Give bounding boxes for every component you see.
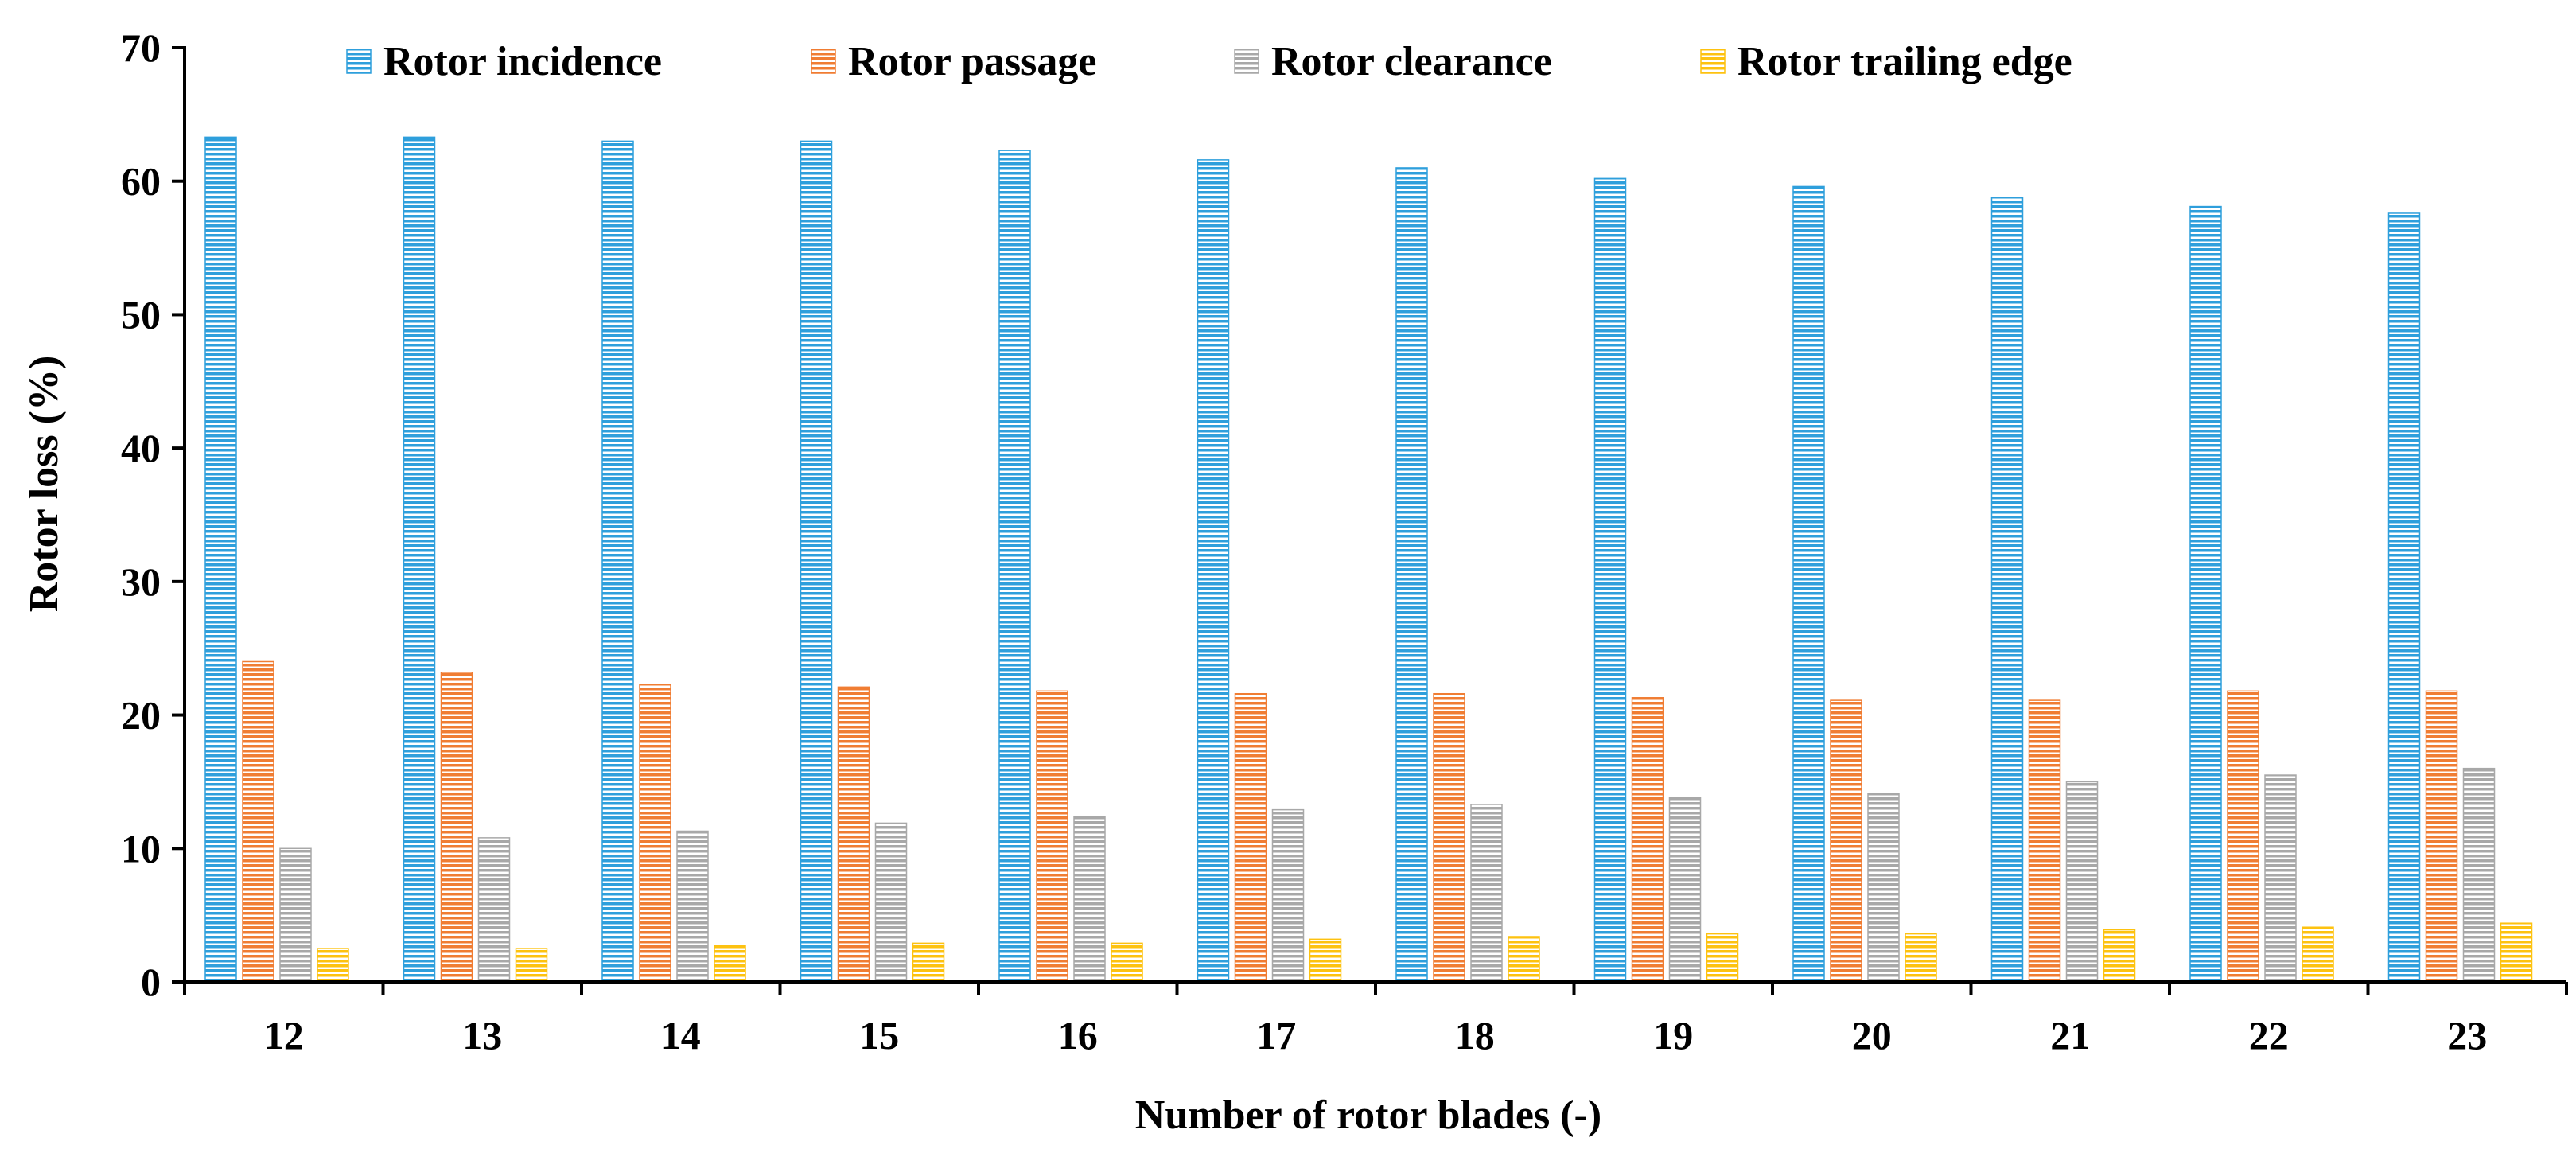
x-tick-label: 21 — [2050, 1013, 2090, 1058]
bar-rotor-clearance-22 — [2264, 774, 2297, 983]
x-tick-label: 22 — [2249, 1013, 2289, 1058]
bar-rotor-incidence-15 — [800, 140, 833, 983]
bar-rotor-passage-13 — [440, 672, 473, 983]
bar-rotor-passage-16 — [1036, 690, 1068, 983]
bar-rotor-incidence-22 — [2189, 205, 2222, 983]
x-tick-label: 23 — [2447, 1013, 2487, 1058]
bars-layer — [204, 136, 2533, 983]
bar-rotor-incidence-13 — [403, 136, 436, 983]
bar-rotor-incidence-21 — [1990, 197, 2024, 983]
legend-swatch-rotor-incidence — [346, 49, 372, 74]
bar-rotor-passage-14 — [639, 684, 671, 983]
bar-rotor-passage-21 — [2028, 699, 2061, 983]
bar-rotor-incidence-18 — [1395, 167, 1428, 983]
bar-rotor-trailing-edge-12 — [317, 948, 349, 983]
bar-rotor-trailing-edge-14 — [714, 945, 746, 983]
bar-rotor-passage-12 — [242, 660, 274, 983]
x-tick-label: 16 — [1058, 1013, 1098, 1058]
bar-rotor-passage-18 — [1433, 692, 1465, 983]
bar-rotor-trailing-edge-15 — [912, 942, 945, 983]
y-axis-title: Rotor loss (%) — [21, 356, 67, 613]
legend-swatch-rotor-trailing-edge — [1700, 49, 1726, 74]
bar-rotor-clearance-12 — [279, 847, 312, 983]
legend-label-rotor-trailing-edge: Rotor trailing edge — [1737, 39, 2072, 84]
y-tick-label: 10 — [121, 826, 161, 871]
legend-label-rotor-passage: Rotor passage — [848, 39, 1096, 84]
bar-rotor-incidence-16 — [998, 150, 1031, 983]
legend-swatch-rotor-passage — [811, 49, 836, 74]
bar-rotor-clearance-21 — [2065, 781, 2099, 983]
x-tick-label: 13 — [462, 1013, 502, 1058]
y-tick-label: 50 — [121, 292, 161, 337]
x-tick-label: 17 — [1256, 1013, 1296, 1058]
bar-rotor-incidence-14 — [601, 140, 634, 983]
bar-rotor-clearance-19 — [1668, 797, 1702, 983]
bar-rotor-incidence-23 — [2387, 212, 2421, 983]
x-tick-label: 15 — [859, 1013, 899, 1058]
legend-swatch-rotor-clearance — [1234, 49, 1259, 74]
bar-rotor-trailing-edge-22 — [2302, 926, 2334, 983]
y-tick-label: 30 — [121, 559, 161, 604]
bar-rotor-clearance-17 — [1271, 808, 1305, 983]
x-tick-label: 12 — [264, 1013, 304, 1058]
bar-rotor-passage-23 — [2425, 690, 2458, 983]
bar-rotor-trailing-edge-23 — [2500, 922, 2533, 983]
legend: Rotor incidence Rotor passage Rotor cleara… — [346, 39, 2072, 84]
bar-rotor-trailing-edge-13 — [515, 948, 548, 983]
bar-rotor-clearance-13 — [477, 837, 511, 983]
x-axis-title: Number of rotor blades (-) — [1135, 1093, 1601, 1138]
bar-rotor-clearance-14 — [676, 830, 709, 983]
y-tick-label: 60 — [121, 159, 161, 204]
x-tick-label: 20 — [1852, 1013, 1892, 1058]
legend-label-rotor-incidence: Rotor incidence — [383, 39, 662, 84]
y-tick-label: 20 — [121, 693, 161, 738]
x-tick-label: 18 — [1455, 1013, 1495, 1058]
bar-rotor-incidence-12 — [204, 136, 237, 983]
legend-label-rotor-clearance: Rotor clearance — [1271, 39, 1552, 84]
bar-rotor-passage-15 — [837, 686, 870, 983]
bar-rotor-clearance-23 — [2462, 767, 2496, 983]
y-tick-label: 0 — [141, 960, 161, 1004]
y-tick-label: 40 — [121, 426, 161, 470]
x-tick-label: 14 — [661, 1013, 701, 1058]
bar-rotor-incidence-17 — [1197, 159, 1230, 983]
bar-rotor-clearance-16 — [1073, 816, 1106, 983]
bar-rotor-passage-17 — [1234, 692, 1267, 983]
bar-rotor-incidence-20 — [1792, 185, 1825, 983]
bar-rotor-trailing-edge-21 — [2103, 929, 2136, 983]
bar-rotor-incidence-19 — [1593, 177, 1627, 983]
axes-layer: 0 10 20 30 40 50 60 70 12 13 14 15 16 17 18 19 20 21 22 23 — [121, 25, 2568, 1058]
bar-rotor-passage-22 — [2227, 690, 2259, 983]
bar-rotor-clearance-15 — [874, 822, 908, 983]
bar-rotor-passage-20 — [1830, 699, 1862, 983]
bar-rotor-clearance-20 — [1867, 793, 1900, 983]
bar-rotor-trailing-edge-19 — [1706, 933, 1739, 983]
bar-rotor-trailing-edge-16 — [1111, 942, 1143, 983]
bar-rotor-trailing-edge-18 — [1508, 936, 1540, 983]
bar-rotor-trailing-edge-17 — [1309, 938, 1342, 983]
bar-rotor-trailing-edge-20 — [1905, 933, 1937, 983]
bar-rotor-clearance-18 — [1470, 804, 1503, 983]
x-tick-label: 19 — [1653, 1013, 1693, 1058]
y-tick-label: 70 — [121, 25, 161, 70]
bar-rotor-passage-19 — [1631, 697, 1664, 983]
